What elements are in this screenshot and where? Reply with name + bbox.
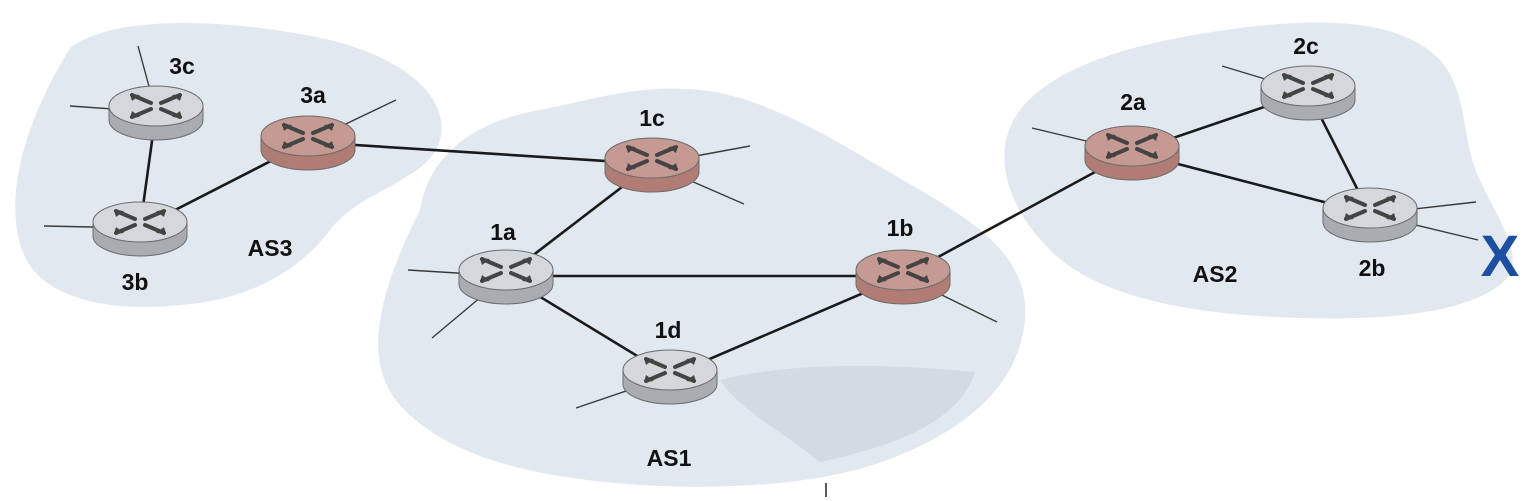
router-label-3a: 3a — [300, 82, 326, 108]
router-2c-top — [1260, 65, 1356, 107]
router-2b-arrowhead-1 — [1386, 196, 1396, 203]
router-2c-arrowhead-1 — [1324, 74, 1334, 81]
router-3a-icon — [260, 115, 356, 171]
router-3b-icon — [92, 201, 188, 257]
router-label-2b: 2b — [1359, 255, 1386, 281]
router-1d-arrowhead-0 — [644, 358, 654, 365]
router-2a-arrowhead-2 — [1106, 151, 1116, 158]
router-3a-arrowhead-2 — [282, 141, 292, 148]
router-label-1a: 1a — [490, 219, 516, 245]
router-2b-arrowhead-3 — [1386, 213, 1396, 220]
routers — [92, 65, 1418, 405]
router-1b-icon — [855, 249, 951, 305]
labels: 3c 3a 3b 1c 1a 1b 1d 2a 2c 2b AS3 AS1 AS… — [122, 33, 1520, 471]
router-3b-arrowhead-3 — [156, 227, 166, 234]
router-2a-arrowhead-3 — [1148, 151, 1158, 158]
router-1d-icon — [622, 349, 718, 405]
router-3b-top — [92, 201, 188, 243]
router-2c-arrowhead-0 — [1282, 74, 1292, 81]
router-3b-arrowhead-1 — [156, 210, 166, 217]
router-1d-top — [622, 349, 718, 391]
router-3a-arrowhead-3 — [324, 141, 334, 148]
router-2a-arrowhead-1 — [1148, 134, 1158, 141]
router-label-2c: 2c — [1293, 33, 1319, 59]
router-1c-arrowhead-1 — [668, 146, 678, 153]
router-1b-arrowhead-0 — [877, 258, 887, 265]
as-cloud-as2 — [1004, 22, 1513, 319]
router-2b-icon — [1322, 187, 1418, 243]
router-3c-arrowhead-2 — [130, 111, 140, 118]
router-1c-arrowhead-3 — [668, 163, 678, 170]
router-2c-icon — [1260, 65, 1356, 121]
as-label-as1: AS1 — [647, 445, 692, 471]
router-label-1d: 1d — [655, 317, 682, 343]
as1-shading — [720, 365, 975, 462]
router-1b-arrowhead-1 — [919, 258, 929, 265]
router-2b-arrowhead-0 — [1344, 196, 1354, 203]
as-label-as2: AS2 — [1193, 261, 1238, 287]
router-1b-arrowhead-2 — [877, 275, 887, 282]
router-label-2a: 2a — [1120, 89, 1146, 115]
router-1c-arrowhead-0 — [626, 146, 636, 153]
router-label-1c: 1c — [639, 105, 665, 131]
router-1c-top — [604, 137, 700, 179]
router-1b-top — [855, 249, 951, 291]
router-1c-icon — [604, 137, 700, 193]
as-label-as3: AS3 — [248, 235, 293, 261]
router-label-3c: 3c — [169, 53, 195, 79]
failure-x-mark: X — [1481, 224, 1520, 289]
as-cloud-as3 — [15, 22, 442, 307]
router-2a-top — [1084, 125, 1180, 167]
router-3c-arrowhead-0 — [130, 94, 140, 101]
router-1a-arrowhead-1 — [522, 258, 532, 265]
router-1a-top — [458, 249, 554, 291]
router-3c-top — [108, 85, 204, 127]
router-3a-top — [260, 115, 356, 157]
router-1c-arrowhead-2 — [626, 163, 636, 170]
router-1b-arrowhead-3 — [919, 275, 929, 282]
router-3b-arrowhead-2 — [114, 227, 124, 234]
router-1a-icon — [458, 249, 554, 305]
router-1d-arrowhead-3 — [686, 375, 696, 382]
router-2b-top — [1322, 187, 1418, 229]
link-3a-1c — [307, 140, 653, 166]
router-3c-icon — [108, 85, 204, 141]
router-3c-arrowhead-1 — [172, 94, 182, 101]
router-2c-arrowhead-2 — [1282, 91, 1292, 98]
link-1b-2a — [902, 150, 1133, 278]
router-1a-arrowhead-3 — [522, 275, 532, 282]
router-3a-arrowhead-1 — [324, 124, 334, 131]
router-3a-arrowhead-0 — [282, 124, 292, 131]
router-1d-arrowhead-1 — [686, 358, 696, 365]
router-1a-arrowhead-2 — [480, 275, 490, 282]
router-3c-arrowhead-3 — [172, 111, 182, 118]
router-3b-arrowhead-0 — [114, 210, 124, 217]
router-label-1b: 1b — [887, 215, 914, 241]
router-2a-icon — [1084, 125, 1180, 181]
router-2c-arrowhead-3 — [1324, 91, 1334, 98]
router-label-3b: 3b — [122, 269, 149, 295]
router-2b-arrowhead-2 — [1344, 213, 1354, 220]
router-2a-arrowhead-0 — [1106, 134, 1116, 141]
router-1d-arrowhead-2 — [644, 375, 654, 382]
router-1a-arrowhead-0 — [480, 258, 490, 265]
